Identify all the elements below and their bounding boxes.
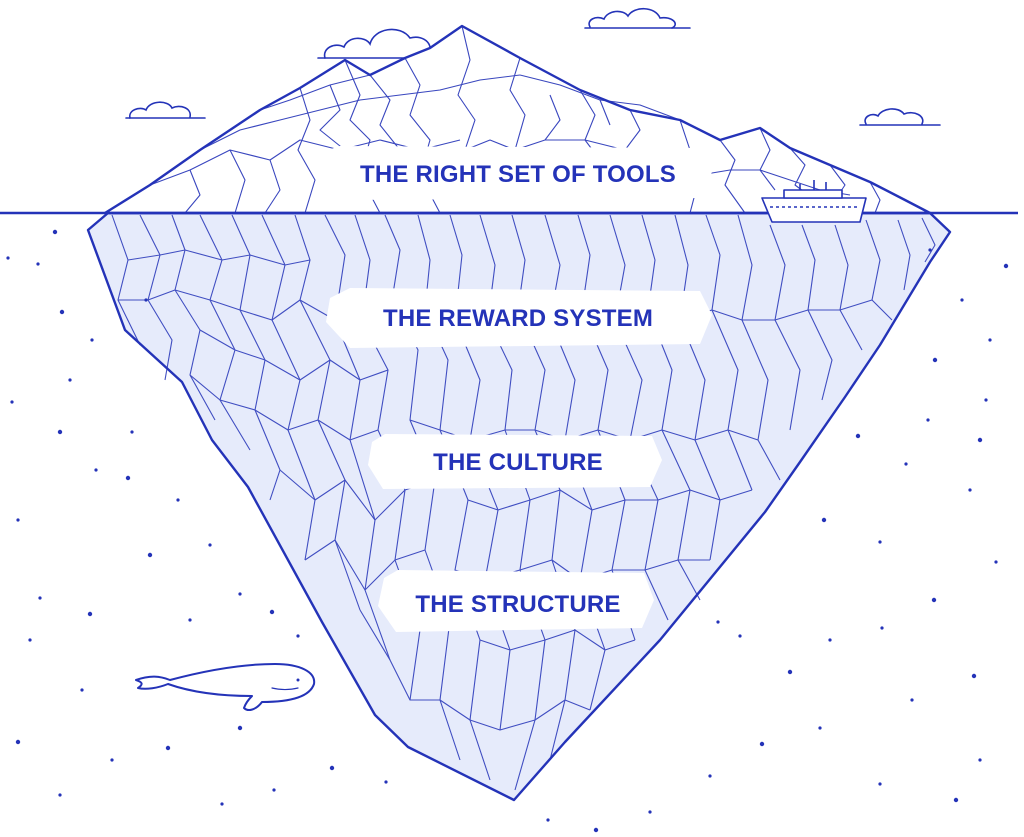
sea-dot xyxy=(978,758,982,762)
sea-dot xyxy=(272,788,276,792)
label-structure: THE STRUCTURE xyxy=(378,570,654,632)
sea-dot xyxy=(238,592,242,596)
sea-dot xyxy=(144,298,148,302)
sea-dot xyxy=(384,780,388,784)
sea-dot xyxy=(94,468,98,472)
sea-dot xyxy=(546,818,550,822)
label-reward-bg xyxy=(326,288,712,348)
sea-dot xyxy=(787,669,793,675)
sea-dot xyxy=(971,673,977,679)
sea-dot xyxy=(38,596,42,600)
sea-dot xyxy=(28,638,32,642)
sea-dot xyxy=(878,540,882,544)
sea-dot xyxy=(818,726,822,730)
sea-dot xyxy=(269,609,275,615)
sea-dot xyxy=(208,543,212,547)
sea-dot xyxy=(878,782,882,786)
sea-dot xyxy=(880,626,884,630)
sea-dot xyxy=(188,618,192,622)
sea-dot xyxy=(960,298,964,302)
sea-dot xyxy=(6,256,10,260)
sea-dot xyxy=(296,634,300,638)
sea-dot xyxy=(977,437,983,443)
sea-dot xyxy=(1003,263,1009,269)
sea-dot xyxy=(931,597,937,603)
sea-dot xyxy=(59,309,65,315)
sea-dot xyxy=(68,378,72,382)
label-tools-text: THE RIGHT SET OF TOOLS xyxy=(360,161,676,188)
sea-dot xyxy=(80,688,84,692)
sea-dot xyxy=(237,725,243,731)
sea-dot xyxy=(125,475,131,481)
label-tools: THE RIGHT SET OF TOOLS xyxy=(318,146,712,200)
sea-dot xyxy=(968,488,972,492)
sea-dot xyxy=(821,517,827,523)
sea-dot xyxy=(15,739,21,745)
sea-dot xyxy=(329,765,335,771)
iceberg-underwater xyxy=(86,211,952,802)
sea-dot xyxy=(855,433,861,439)
sea-dot xyxy=(828,638,832,642)
sea-dot xyxy=(90,338,94,342)
sea-dot xyxy=(759,741,765,747)
sea-dot xyxy=(928,248,932,252)
sea-dot xyxy=(165,745,171,751)
sea-dot xyxy=(926,418,930,422)
sea-dot xyxy=(593,827,599,833)
sea-dot xyxy=(984,398,988,402)
sea-dot xyxy=(57,429,63,435)
cloud-icon xyxy=(125,101,206,119)
sea-particles xyxy=(6,229,1009,833)
label-culture-text: THE CULTURE xyxy=(433,449,603,476)
label-culture: THE CULTURE xyxy=(368,434,662,489)
sea-dot xyxy=(36,262,40,266)
sea-dot xyxy=(220,802,224,806)
sea-dot xyxy=(738,634,742,638)
sea-dot xyxy=(52,229,58,235)
sea-dot xyxy=(147,552,153,558)
label-culture-bg xyxy=(368,434,662,489)
sea-dot xyxy=(910,698,914,702)
sea-dot xyxy=(10,400,14,404)
iceberg-tip xyxy=(103,24,932,215)
label-structure-text: THE STRUCTURE xyxy=(415,591,620,618)
label-reward-text: THE REWARD SYSTEM xyxy=(383,305,653,332)
label-structure-bg xyxy=(378,570,654,632)
label-tools-bg xyxy=(318,146,712,200)
label-reward: THE REWARD SYSTEM xyxy=(326,288,712,348)
sea-dot xyxy=(176,498,180,502)
sea-dot xyxy=(994,560,998,564)
sea-dot xyxy=(716,620,720,624)
sea-dot xyxy=(953,797,959,803)
sea-dot xyxy=(110,758,114,762)
sea-dot xyxy=(932,357,938,363)
ship-icon xyxy=(761,180,867,223)
sea-dot xyxy=(648,810,652,814)
sea-dot xyxy=(988,338,992,342)
cloud-icon xyxy=(859,108,941,126)
whale-icon xyxy=(135,663,316,711)
sea-dot xyxy=(130,430,134,434)
cloud-icon xyxy=(584,7,691,29)
sea-dot xyxy=(87,611,93,617)
sea-dot xyxy=(58,793,62,797)
sea-dot xyxy=(904,462,908,466)
sea-dot xyxy=(16,518,20,522)
sea-dot xyxy=(708,774,712,778)
